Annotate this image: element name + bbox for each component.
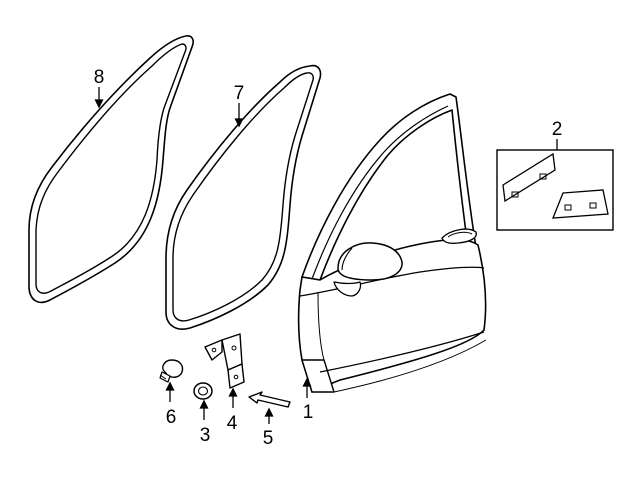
callout-labels: 8 7 2 6 3 4 5 1 [94,67,563,449]
callout-2: 2 [552,119,563,140]
hinge-bracket-4 [204,333,245,389]
leader-lines [94,87,558,424]
grommet-3 [193,382,213,400]
inset-box-2 [496,149,614,231]
leader-arrowhead-5 [264,407,274,417]
callout-6: 6 [166,407,177,428]
door-shell-1 [297,93,487,393]
leader-arrowhead-4 [228,387,238,397]
leader-arrowhead-3 [199,399,209,409]
leader-arrowhead-8 [94,99,104,109]
weatherstrip-7 [165,64,322,330]
callout-4: 4 [227,413,238,434]
callout-8: 8 [94,67,105,88]
callout-1: 1 [303,402,314,423]
leader-arrowhead-6 [165,381,175,391]
callout-5: 5 [263,428,274,449]
clip-6 [159,359,184,383]
callout-3: 3 [200,425,211,446]
callout-7: 7 [234,83,245,104]
weatherstrip-8 [28,35,194,304]
leader-arrowhead-7 [234,118,244,128]
leader-arrowhead-1 [302,377,312,387]
shim-5 [248,391,291,408]
